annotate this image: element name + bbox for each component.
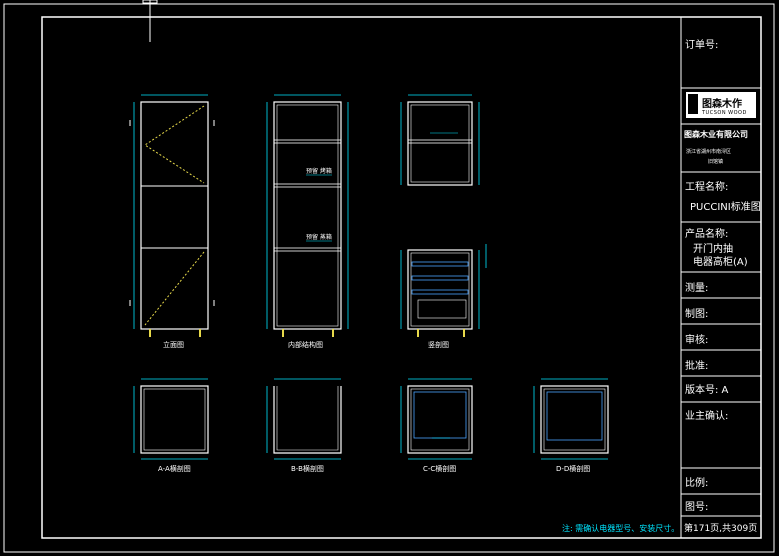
internal-structure — [266, 94, 349, 337]
company-name: 图森木业有限公司 — [684, 130, 748, 139]
appliance-lower-label: 预留 蒸箱 — [306, 234, 332, 241]
cursor-box — [142, 0, 158, 4]
page-label: 第171页,共309页 — [684, 524, 758, 534]
note-text: 注: 需确认电器型号、安装尺寸。 — [562, 524, 680, 533]
view-label-cc: C-C横剖图 — [423, 465, 457, 473]
view-label-bb: B-B横剖图 — [291, 465, 324, 473]
company-address-2: 旧馆镇 — [708, 159, 724, 165]
section-cc — [400, 378, 473, 460]
product-value-2: 电器高柜(A) — [693, 257, 748, 268]
view-label-internal: 内部结构图 — [288, 341, 323, 349]
view-label-aa: A-A横剖图 — [158, 465, 191, 473]
sheet-outer-border — [3, 3, 775, 553]
side-section-drawers — [400, 244, 487, 337]
survey-label: 测量: — [685, 283, 709, 294]
owner-confirm-label: 业主确认: — [685, 411, 729, 422]
project-value: PUCCINI标准图 — [690, 202, 761, 213]
drawing-no-label: 图号: — [685, 502, 709, 513]
product-value-1: 开门内抽 — [693, 244, 733, 255]
title-block — [680, 16, 762, 539]
company-address-1: 浙江省湖州市南浔区 — [686, 149, 732, 155]
section-bb — [266, 378, 342, 460]
side-section-top — [400, 94, 480, 186]
view-label-dd: D-D横剖图 — [556, 465, 591, 473]
brand-name-cn: 图森木作 — [702, 99, 742, 110]
view-label-side: 竖剖图 — [428, 341, 449, 349]
project-label: 工程名称: — [685, 182, 729, 193]
version-label: 版本号: A — [685, 385, 729, 396]
product-label: 产品名称: — [685, 229, 729, 240]
scale-label: 比例: — [685, 478, 709, 489]
front-elevation — [129, 94, 215, 337]
brand-logo-mark — [688, 94, 698, 114]
approve-label: 批准: — [685, 361, 709, 372]
view-label-front: 立面图 — [163, 341, 184, 349]
review-label: 审核: — [685, 335, 709, 346]
section-aa — [133, 378, 209, 460]
brand-name-en: TUCSON WOOD — [702, 110, 747, 116]
appliance-upper-label: 预留 烤箱 — [306, 168, 332, 175]
order-no-label: 订单号: — [685, 40, 719, 51]
section-dd — [533, 378, 609, 460]
draw-label: 制图: — [685, 309, 709, 320]
